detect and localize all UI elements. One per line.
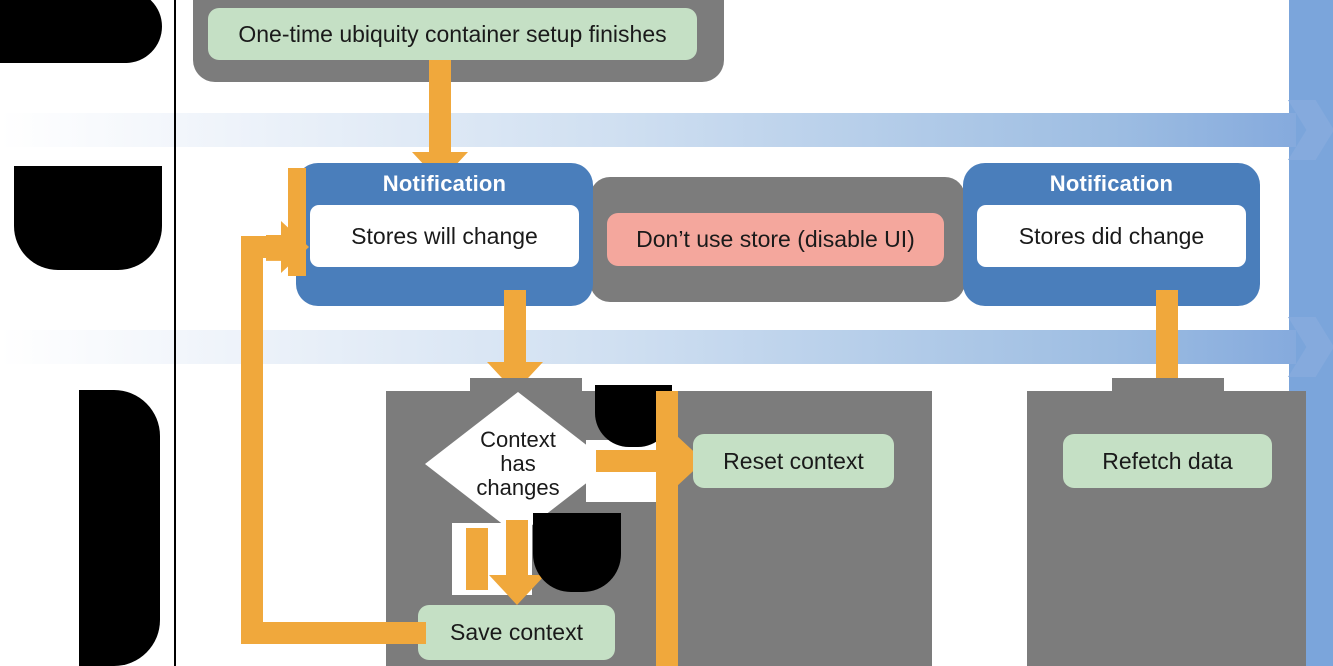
group-container-context-notch	[470, 378, 582, 400]
connector-main-trunk-vertical	[656, 391, 678, 666]
node-notification-stores-did-change[interactable]: Notification Stores did change	[963, 163, 1260, 306]
node-decision-context-has-changes[interactable]: Context has changes	[425, 392, 611, 536]
node-disable-ui-label: Don’t use store (disable UI)	[636, 226, 915, 253]
node-notification-did-title: Notification	[1049, 171, 1174, 196]
connector-will-change-to-decision-stem	[504, 290, 526, 374]
node-notification-did-label: Stores did change	[1018, 222, 1205, 249]
node-save-context[interactable]: Save context	[418, 605, 615, 660]
lane-separator-band-1	[0, 113, 1296, 147]
node-refetch-data-label: Refetch data	[1102, 447, 1233, 474]
connector-decision-to-save-stem	[506, 520, 528, 592]
lane-label-redaction-1	[0, 0, 162, 63]
node-decision-label-line1: Context	[480, 427, 556, 453]
connector-decision-to-save-arrowhead	[489, 575, 545, 605]
node-notification-did-body: Stores did change	[977, 205, 1246, 267]
node-notification-will-title: Notification	[382, 171, 507, 196]
connector-setup-to-will-change-stem	[429, 60, 451, 168]
connector-feedback-vertical	[241, 236, 263, 642]
node-save-context-label: Save context	[450, 619, 583, 646]
node-notification-will-label: Stores will change	[351, 222, 538, 249]
connector-decision-to-save-left-tick	[466, 528, 488, 590]
node-notification-stores-will-change[interactable]: Notification Stores will change	[296, 163, 593, 306]
node-decision-label-line2: has	[500, 451, 536, 477]
node-refetch-data[interactable]: Refetch data	[1063, 434, 1272, 488]
node-decision-label: Context has changes	[476, 428, 559, 499]
lane-label-redaction-2	[14, 166, 162, 270]
group-container-refetch-right	[1027, 391, 1306, 666]
lane-title-divider	[174, 0, 176, 666]
lane-separator-band-2	[0, 330, 1296, 364]
edge-label-redaction-bottom	[533, 513, 621, 592]
group-container-refetch-notch	[1112, 378, 1224, 400]
node-reset-context-label: Reset context	[723, 447, 864, 474]
connector-feedback-horizontal-bottom	[241, 622, 426, 644]
node-decision-label-line3: changes	[476, 474, 560, 500]
lane-label-redaction-3	[79, 390, 160, 666]
node-reset-context[interactable]: Reset context	[693, 434, 894, 488]
node-setup-finish-label: One-time ubiquity container setup finish…	[238, 20, 667, 47]
node-notification-will-body: Stores will change	[310, 205, 579, 267]
node-disable-ui[interactable]: Don’t use store (disable UI)	[607, 213, 944, 266]
node-setup-finish[interactable]: One-time ubiquity container setup finish…	[208, 8, 697, 60]
